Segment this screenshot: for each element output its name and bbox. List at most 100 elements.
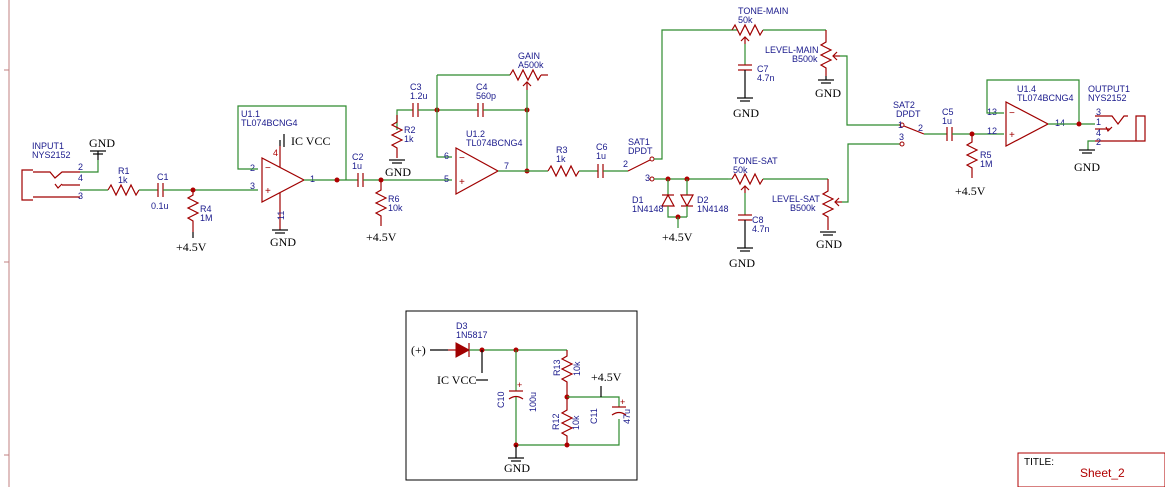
sat1-pin-3: 3 [645, 173, 650, 183]
potentiometer-tone-sat: TONE-SAT 50k [731, 156, 778, 193]
sat2-ref: SAT2 [893, 100, 915, 110]
d1-ref: D1 [632, 195, 644, 205]
title-value: Sheet_2 [1080, 466, 1125, 480]
gnd-symbol-r2: GND [385, 159, 411, 179]
gnd-label: GND [815, 86, 841, 100]
input-pin-2: 2 [78, 162, 83, 172]
power-supply-box [405, 310, 638, 481]
r1-value: 1k [118, 175, 128, 185]
c5-ref: C5 [942, 107, 954, 117]
r2-value: 1k [404, 134, 414, 144]
u12-ref: U1.2 [466, 129, 485, 139]
opamp-u11: − + U1.1 TL074BCNG4 4 2 3 1 11 [241, 109, 315, 230]
r12-ref: R12 [551, 413, 561, 430]
gnd-symbol-level-main: GND [815, 76, 841, 100]
c11-value: 47u [622, 409, 632, 424]
svg-text:−: − [1009, 108, 1015, 119]
u14-pin-14: 14 [1055, 118, 1065, 128]
gnd-symbol-supply: GND [504, 457, 530, 475]
c8-ref: C8 [752, 215, 764, 225]
v45-label: +4.5V [176, 240, 207, 254]
capacitor-c8: C8 4.7n [738, 214, 770, 248]
u12-pin-6: 6 [444, 151, 449, 161]
c10-value: 100u [528, 392, 538, 412]
d2-ref: D2 [697, 195, 709, 205]
gnd-label: GND [1074, 160, 1100, 174]
capacitor-c5: C5 1u [942, 107, 954, 141]
gnd-label: GND [816, 237, 842, 251]
r1-ref: R1 [118, 166, 130, 176]
u14-ref: U1.4 [1017, 84, 1036, 94]
capacitor-c11: + C11 47u [589, 397, 632, 424]
sat2-pin-2: 2 [918, 123, 923, 133]
sat2-pin-1: 1 [898, 120, 903, 130]
u12-pin-5: 5 [444, 174, 449, 184]
c3-value: 1.2u [410, 91, 428, 101]
capacitor-c10: + C10 100u [496, 380, 538, 412]
r2-ref: R2 [404, 125, 416, 135]
v45-label: +4.5V [662, 230, 693, 244]
gnd-symbol-input: GND [89, 136, 115, 160]
resistor-r4: R4 1M [186, 190, 213, 232]
plus-label: (+) [411, 343, 426, 357]
sat1-part: DPDT [628, 146, 653, 156]
input-pin-3: 3 [78, 191, 83, 201]
gnd-symbol-level-sat: GND [816, 231, 842, 251]
u11-pin-11: 11 [276, 211, 286, 220]
tone-main-ref: TONE-MAIN [738, 6, 788, 16]
opamp-u14: − + U1.4 TL074BCNG4 13 12 14 [987, 84, 1074, 147]
r5-value: 1M [980, 159, 993, 169]
plus-terminal: (+) [411, 343, 448, 357]
c10-ref: C10 [496, 391, 506, 408]
potentiometer-gain: GAIN A500k [509, 51, 548, 90]
switch-sat2: SAT2 DPDT 1 2 3 [893, 100, 925, 147]
switch-sat1: SAT1 DPDT 2 3 [623, 137, 655, 183]
u11-pin-4: 4 [273, 148, 278, 158]
resistor-r12: R12 10k [551, 397, 581, 445]
resistor-r2: R2 1k [390, 115, 416, 158]
gnd-symbol-c8: GND [729, 247, 755, 270]
gnd-symbol-output: GND [1074, 149, 1100, 174]
r13-value: 10k [572, 361, 582, 376]
svg-text:+: + [459, 177, 465, 188]
c7-value: 4.7n [757, 73, 775, 83]
r13-ref: R13 [552, 359, 562, 376]
level-main-value: B500k [792, 54, 818, 64]
svg-text:+: + [620, 397, 625, 407]
c1-value: 0.1u [151, 201, 169, 211]
c4-value: 560p [476, 91, 496, 101]
c2-value: 1u [352, 161, 362, 171]
title-label: TITLE: [1024, 457, 1054, 468]
d3-ref: D3 [456, 321, 468, 331]
v45-label: +4.5V [955, 184, 986, 198]
potentiometer-tone-main: TONE-MAIN 50k [731, 6, 788, 44]
c1-ref: C1 [157, 172, 169, 182]
input-ref: INPUT1 [32, 141, 64, 151]
c2-ref: C2 [352, 152, 364, 162]
capacitor-c3: C3 1.2u [410, 82, 428, 117]
gnd-label: GND [733, 106, 759, 120]
svg-text:−: − [459, 153, 465, 164]
c11-ref: C11 [589, 408, 599, 424]
output-ref: OUTPUT1 [1088, 84, 1130, 94]
d3-part: 1N5817 [456, 330, 488, 340]
level-sat-value: B500k [790, 203, 816, 213]
icvcc-label: IC VCC [291, 134, 330, 148]
tone-sat-ref: TONE-SAT [733, 156, 778, 166]
r6-ref: R6 [388, 194, 400, 204]
output-part: NYS2152 [1088, 93, 1127, 103]
resistor-r13: R13 10k [552, 350, 582, 397]
output-pin-1: 1 [1096, 117, 1101, 127]
capacitor-c6: C6 1u [596, 142, 608, 178]
u11-pin-1: 1 [310, 174, 315, 184]
u14-pin-13: 13 [987, 107, 997, 117]
capacitor-c2: C2 1u [352, 152, 364, 187]
tone-sat-value: 50k [733, 165, 748, 175]
u11-ref: U1.1 [241, 109, 260, 119]
diode-d2: D2 1N4148 [679, 179, 729, 217]
sat1-ref: SAT1 [628, 137, 650, 147]
input-pin-4: 4 [78, 173, 83, 183]
r5-ref: R5 [980, 150, 992, 160]
c7-ref: C7 [757, 64, 769, 74]
